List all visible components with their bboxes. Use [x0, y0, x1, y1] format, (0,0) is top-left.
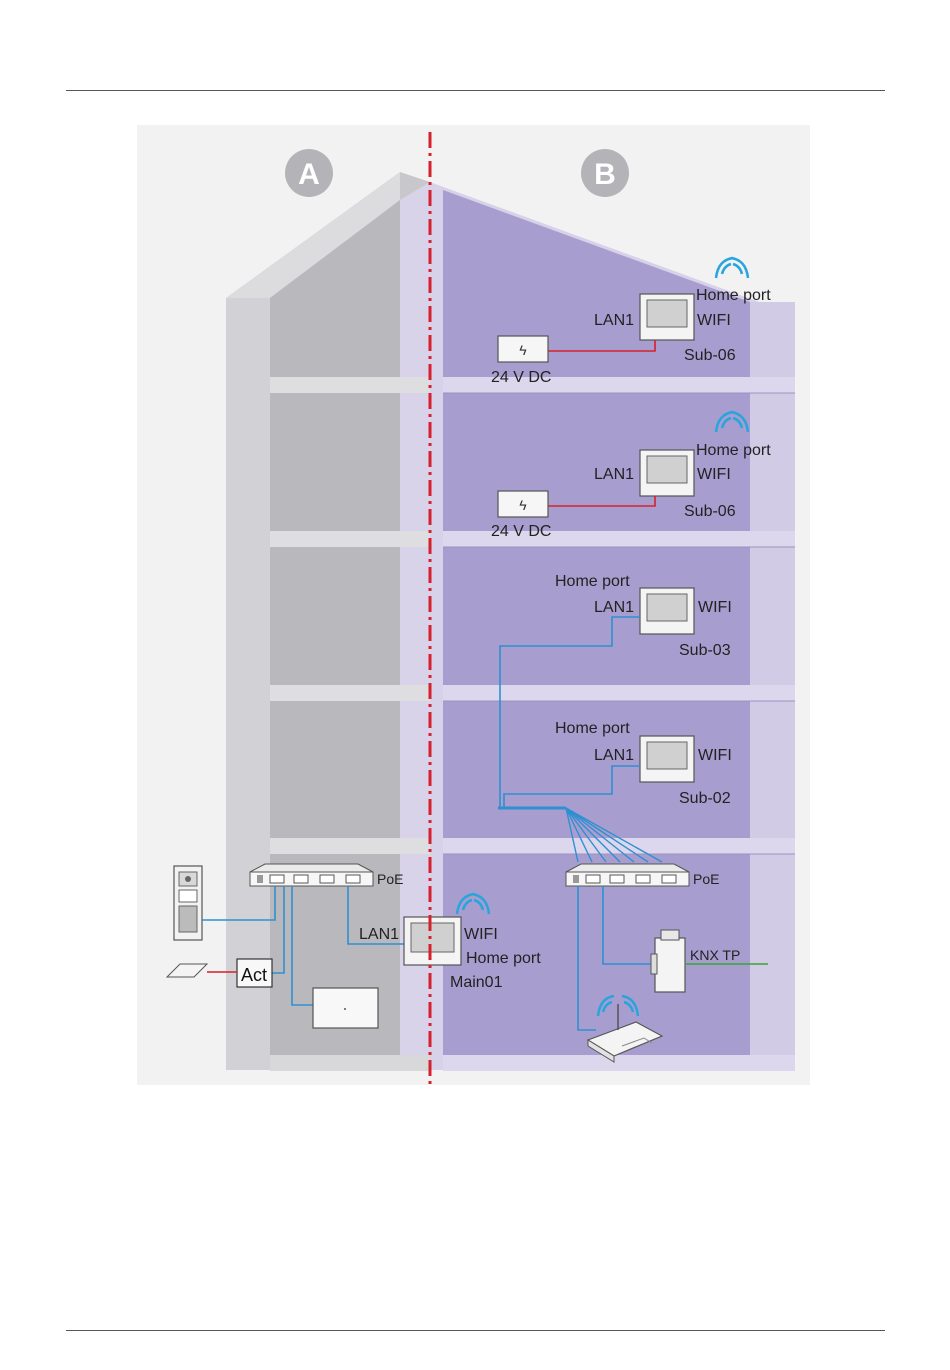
device-name: Sub-03 [679, 642, 731, 659]
actuator-label: Act [241, 965, 267, 985]
power-supply: ϟ [498, 336, 548, 362]
device-name: Sub-02 [679, 790, 731, 807]
home-port-label: Home port [555, 720, 630, 737]
indoor-monitor [640, 294, 694, 340]
main-home-port-label: Home port [466, 950, 541, 967]
home-port-label: Home port [696, 287, 771, 304]
lan-label: LAN1 [594, 747, 634, 764]
wifi-label: WIFI [697, 466, 731, 483]
wifi-label: WIFI [697, 312, 731, 329]
poe-label-a: PoE [377, 871, 403, 887]
knx-label: KNX TP [690, 947, 740, 963]
power-supply: ϟ [498, 491, 548, 517]
lan-label: LAN1 [594, 599, 634, 616]
indoor-monitor [640, 588, 694, 634]
lan-label: LAN1 [594, 466, 634, 483]
lightning-icon: ϟ [519, 342, 527, 358]
main-indoor-monitor [404, 917, 461, 965]
wifi-label: WIFI [698, 747, 732, 764]
building-a [226, 172, 430, 1071]
knx-gateway [651, 930, 685, 992]
main-device-name: Main01 [450, 974, 503, 991]
psu-label: 24 V DC [491, 523, 551, 540]
camera-icon [185, 876, 191, 882]
poe-label-b: PoE [693, 871, 719, 887]
floor-slab [270, 377, 430, 393]
home-port-label: Home port [555, 573, 630, 590]
indoor-monitor [640, 736, 694, 782]
main-wifi-label: WIFI [464, 926, 498, 943]
floor-slab [270, 838, 430, 854]
floor-slab [270, 685, 430, 701]
lan-label: LAN1 [594, 312, 634, 329]
floor-slab [443, 685, 795, 701]
device-name: Sub-06 [684, 503, 736, 520]
lightning-icon: ϟ [519, 497, 527, 513]
zone-a-label: A [298, 158, 320, 191]
network-box [313, 988, 378, 1028]
door-station [174, 866, 202, 940]
home-port-label: Home port [696, 442, 771, 459]
indoor-monitor [640, 450, 694, 496]
floor-slab [270, 531, 430, 547]
psu-label: 24 V DC [491, 369, 551, 386]
main-lan-label: LAN1 [359, 926, 399, 943]
zone-b-label: B [594, 158, 616, 191]
floor-slab [443, 838, 795, 854]
device-name: Sub-06 [684, 347, 736, 364]
poe-switch-b [566, 864, 689, 886]
wifi-label: WIFI [698, 599, 732, 616]
poe-switch-a [250, 864, 373, 886]
